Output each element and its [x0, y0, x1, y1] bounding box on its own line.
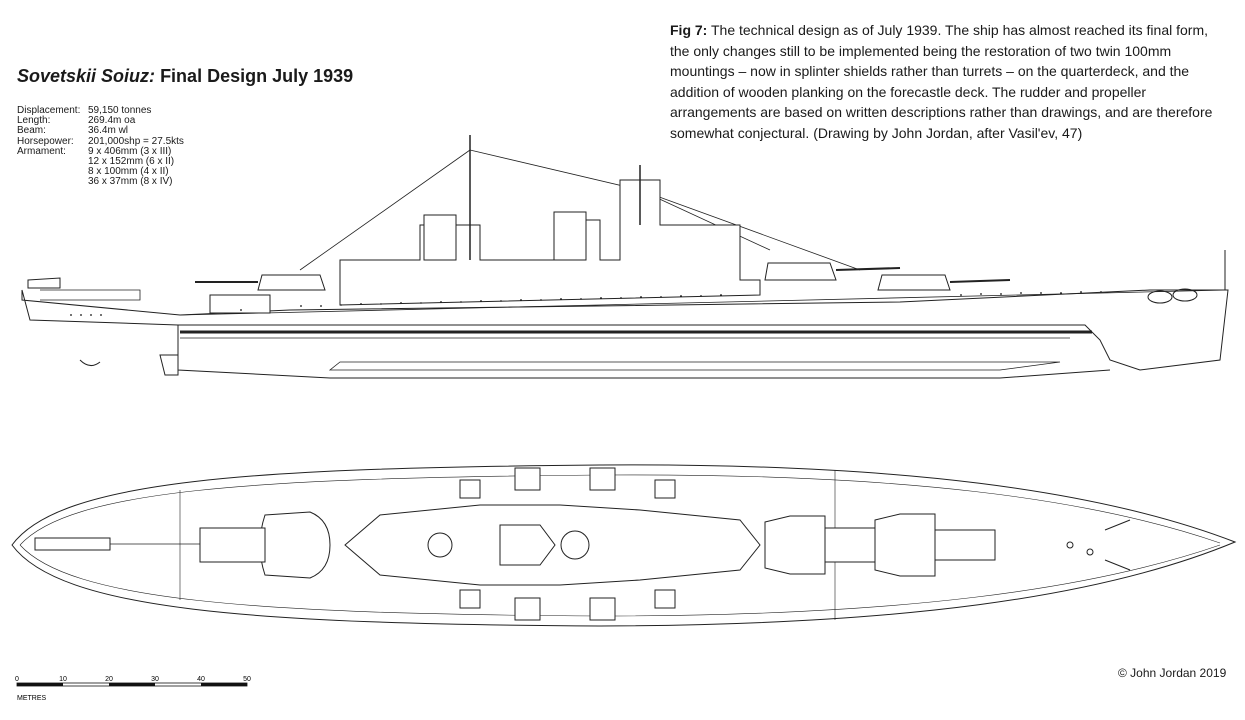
spec-value: 269.4m oa: [88, 115, 136, 127]
ship-profile-drawing: [21, 135, 1229, 379]
spec-value: 36 x 37mm (8 x IV): [88, 176, 173, 188]
ship-plan-drawing: [11, 464, 1237, 627]
spec-value: 12 x 152mm (6 x II): [88, 156, 175, 168]
scale-tick-label: 20: [105, 676, 113, 683]
caption-body: The technical design as of July 1939. Th…: [670, 22, 1213, 141]
spec-value: 9 x 406mm (3 x III): [88, 145, 172, 157]
scale-segment: [109, 683, 155, 686]
caption-credit: (Drawing by John Jordan, after Vasil'ev,…: [813, 124, 1083, 141]
spec-label: Displacement:: [17, 105, 81, 116]
spec-row: Horsepower: 201,000shp = 27.5kts: [17, 135, 184, 147]
scale-tick-label: 10: [59, 676, 67, 683]
spec-label: Beam:: [17, 125, 46, 137]
spec-values: 201,000shp = 27.5kts: [88, 135, 184, 147]
scale-segment: [17, 683, 63, 686]
spec-values: 59,150 tonnes: [88, 105, 152, 116]
spec-row: Beam: 36.4m wl: [17, 126, 184, 136]
scale-tick-label: 0: [15, 676, 19, 683]
drawing-title: Sovetskii Soiuz: Final Design July 1939: [17, 66, 353, 87]
spec-value: 59,150 tonnes: [88, 105, 152, 116]
spec-values: 36.4m wl: [88, 126, 128, 136]
spec-row: Displacement: 59,150 tonnes: [17, 105, 184, 116]
spec-row: Armament: 9 x 406mm (3 x III)12 x 152mm (…: [17, 145, 184, 188]
scale-tick-label: 40: [197, 676, 205, 683]
spec-values: 9 x 406mm (3 x III)12 x 152mm (6 x II)8 …: [88, 145, 175, 188]
scale-bar: 0 10 20 30 40 50 METRES: [12, 675, 252, 705]
design-subtitle: Final Design July 1939: [160, 66, 354, 86]
scale-segment: [201, 683, 247, 686]
caption-figure-number: Fig 7:: [670, 22, 708, 38]
scale-tick-label: 50: [243, 676, 251, 683]
spec-value: 36.4m wl: [88, 125, 129, 137]
spec-label: Armament:: [17, 145, 66, 157]
spec-row: Length: 269.4m oa: [17, 115, 184, 127]
spec-values: 269.4m oa: [88, 115, 136, 127]
scale-tick-label: 30: [151, 676, 159, 683]
figure-caption: Fig 7: The technical design as of July 1…: [670, 20, 1225, 143]
spec-label: Length:: [17, 115, 51, 127]
spec-value: 201,000shp = 27.5kts: [88, 135, 184, 147]
spec-label: Horsepower:: [17, 135, 74, 147]
ship-name: Sovetskii Soiuz:: [17, 66, 156, 86]
scale-unit: METRES: [17, 695, 47, 702]
copyright-notice: © John Jordan 2019: [1118, 666, 1227, 680]
spec-value: 8 x 100mm (4 x II): [88, 166, 169, 178]
